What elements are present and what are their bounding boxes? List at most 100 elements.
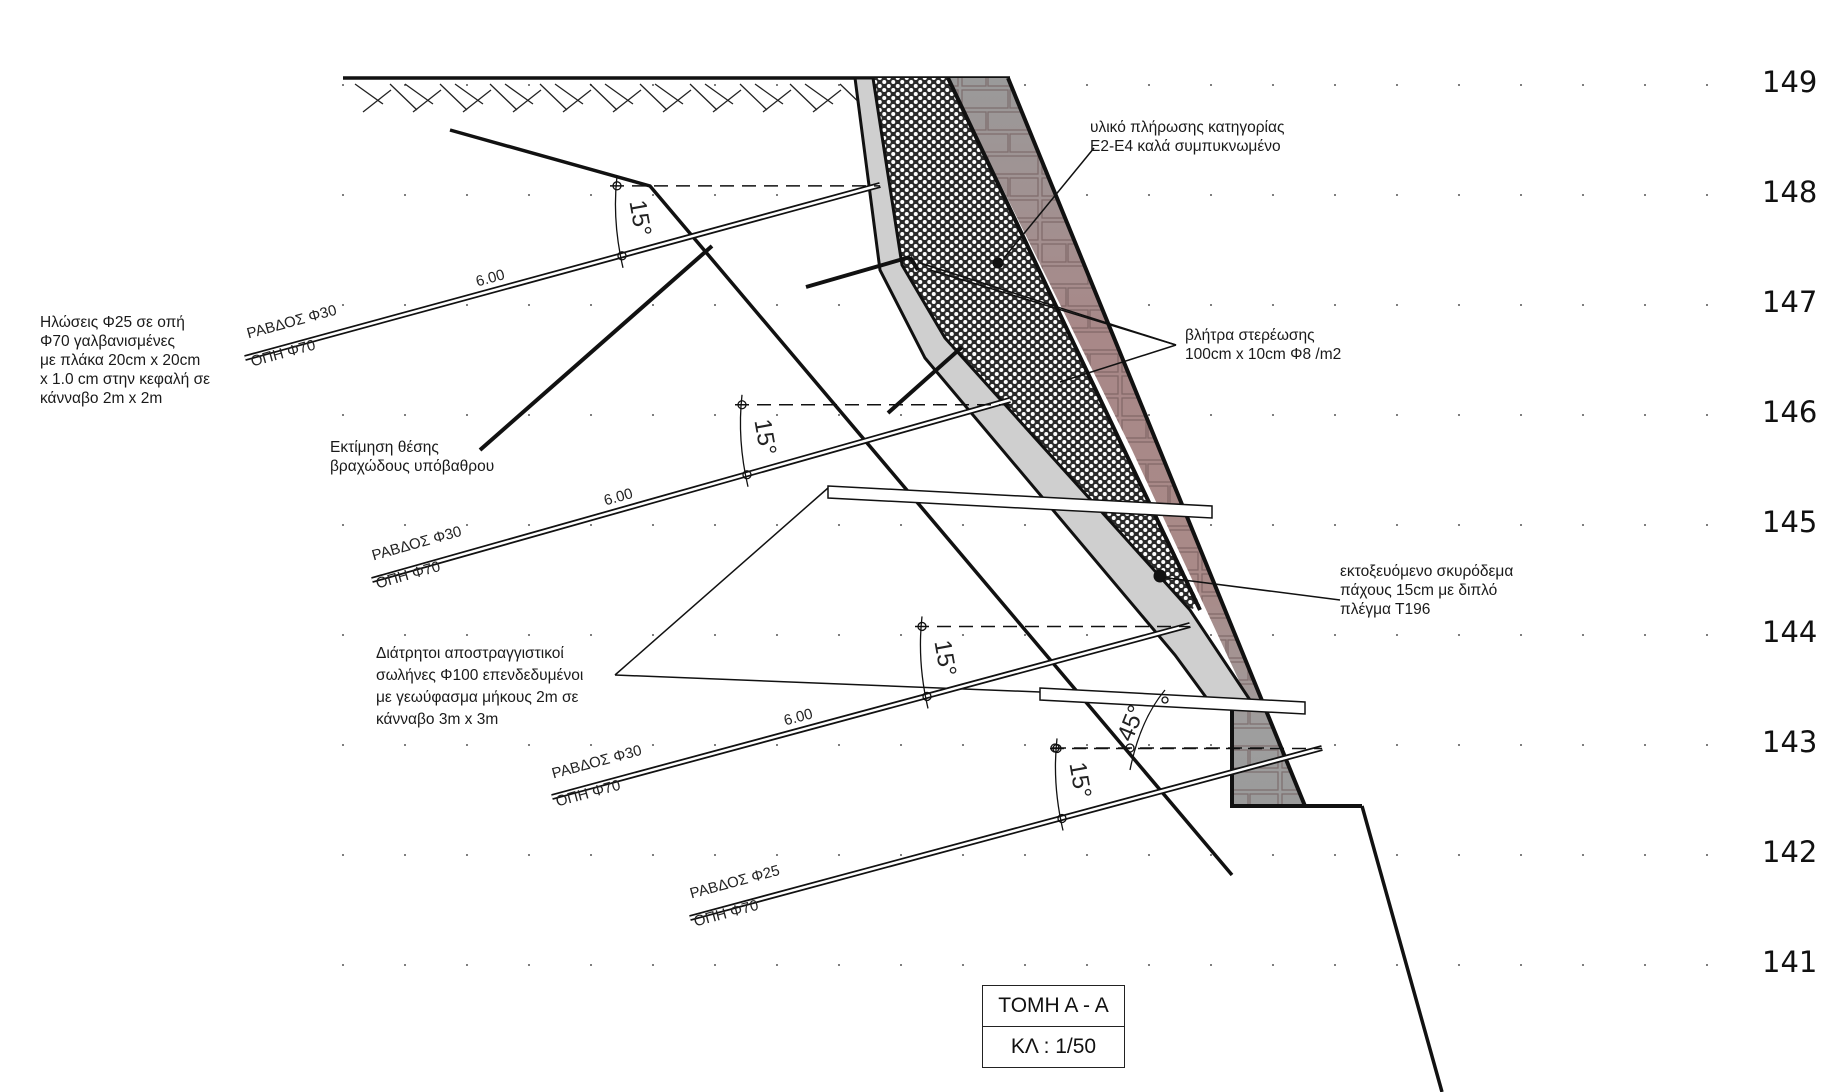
grid-dot <box>590 194 592 196</box>
soil-nail <box>689 745 1323 921</box>
grid-dot <box>1334 194 1336 196</box>
grid-dot <box>1582 964 1584 966</box>
grid-dot <box>1520 304 1522 306</box>
grid-dot <box>1210 964 1212 966</box>
grid-dot <box>1272 524 1274 526</box>
grid-dot <box>900 634 902 636</box>
grid-dot <box>466 414 468 416</box>
grid-dot <box>1582 524 1584 526</box>
note-line: πάχους 15cm με διπλό <box>1340 582 1498 599</box>
nail-angle-label: 15° <box>1063 760 1097 801</box>
soil-nail <box>371 397 1011 583</box>
grid-dot <box>528 304 530 306</box>
grid-dot <box>1582 304 1584 306</box>
grid-dot <box>1086 194 1088 196</box>
grid-dot <box>652 194 654 196</box>
grid-dot <box>404 634 406 636</box>
grid-dot <box>528 84 530 86</box>
note-line: Εκτίμηση θέσης <box>330 439 439 456</box>
grid-dot <box>528 414 530 416</box>
grid-dot <box>1086 854 1088 856</box>
grid-dot <box>1520 964 1522 966</box>
grid-dot <box>652 854 654 856</box>
grid-dot <box>1706 854 1708 856</box>
grid-dot <box>714 84 716 86</box>
grid-dot <box>714 414 716 416</box>
grid-dot <box>652 964 654 966</box>
grid-dot <box>1210 854 1212 856</box>
grid-dot <box>838 414 840 416</box>
grid-dot <box>342 194 344 196</box>
elevation-label: 146 <box>1762 395 1818 429</box>
grid-dot <box>1086 744 1088 746</box>
grid-dot <box>1272 194 1274 196</box>
grid-dot <box>1706 744 1708 746</box>
grid-dot <box>342 964 344 966</box>
grid-dot <box>1024 634 1026 636</box>
bedrock-line <box>449 128 1234 877</box>
grid-dot <box>590 634 592 636</box>
grid-dot <box>1582 194 1584 196</box>
drain-pipes <box>827 485 1306 715</box>
grid-dot <box>1334 524 1336 526</box>
grid-dot <box>1396 854 1398 856</box>
grid-dot <box>1210 634 1212 636</box>
grid-dot <box>652 524 654 526</box>
grid-dot <box>838 744 840 746</box>
grid-dot <box>652 634 654 636</box>
grid-dot <box>962 744 964 746</box>
grid-dot <box>1210 304 1212 306</box>
grid-dot <box>1272 854 1274 856</box>
note-line: x 1.0 cm στην κεφαλή σε <box>40 371 211 388</box>
compacted-fill <box>873 77 1202 611</box>
note-soil-nails: Ηλώσεις Φ25 σε οπή Φ70 γαλβανισμένες με … <box>40 313 210 408</box>
grid-dot <box>776 854 778 856</box>
grid-dot <box>1148 854 1150 856</box>
grid-dot <box>838 304 840 306</box>
grid-dot <box>1644 194 1646 196</box>
grid-dot <box>1334 414 1336 416</box>
elevation-label: 143 <box>1762 725 1818 759</box>
grid-dot <box>714 854 716 856</box>
note-line: πλέγμα Τ196 <box>1340 601 1431 618</box>
grid-dot <box>1272 414 1274 416</box>
section-title-box: ΤΟΜΗ Α - Α ΚΛ : 1/50 <box>982 985 1125 1068</box>
grid-dot <box>342 84 344 86</box>
grid-dot <box>466 304 468 306</box>
grid-dot <box>1644 304 1646 306</box>
grid-dot <box>404 414 406 416</box>
grid-dot <box>1582 414 1584 416</box>
grid-dot <box>900 414 902 416</box>
grid-dot <box>776 414 778 416</box>
grid-dot <box>652 414 654 416</box>
grid-dot <box>1024 964 1026 966</box>
grid-dot <box>1458 414 1460 416</box>
grid-dot <box>1582 634 1584 636</box>
section-title: ΤΟΜΗ Α - Α <box>983 986 1124 1027</box>
grid-dot <box>404 194 406 196</box>
grid-dot <box>1334 854 1336 856</box>
grid-dot <box>1644 634 1646 636</box>
grid-dot <box>1582 84 1584 86</box>
grid-dot <box>1644 524 1646 526</box>
grid-dot <box>590 854 592 856</box>
note-shotcrete: εκτοξευόμενο σκυρόδεμα πάχους 15cm με δι… <box>1340 562 1513 619</box>
note-line: βλήτρα στερέωσης <box>1185 327 1315 344</box>
slope-line <box>1360 805 1444 1092</box>
angle-markers <box>610 175 1322 831</box>
grid-dot <box>838 524 840 526</box>
grid-dot <box>1396 634 1398 636</box>
grid-dot <box>1148 414 1150 416</box>
scale-label: ΚΛ : 1/50 <box>1010 1035 1097 1058</box>
grid-dot <box>776 194 778 196</box>
note-drains: Διάτρητοι αποστραγγιστικοί σωλήνες Φ100 … <box>376 643 583 731</box>
grid-dot <box>1024 84 1026 86</box>
note-line: με πλάκα 20cm x 20cm <box>40 352 201 369</box>
grid-dot <box>1706 524 1708 526</box>
grid-dot <box>1334 744 1336 746</box>
grid-dot <box>1706 304 1708 306</box>
grid-dot <box>528 964 530 966</box>
grid-dot <box>1520 744 1522 746</box>
grid-dot <box>1458 304 1460 306</box>
elevation-label: 141 <box>1762 945 1818 979</box>
